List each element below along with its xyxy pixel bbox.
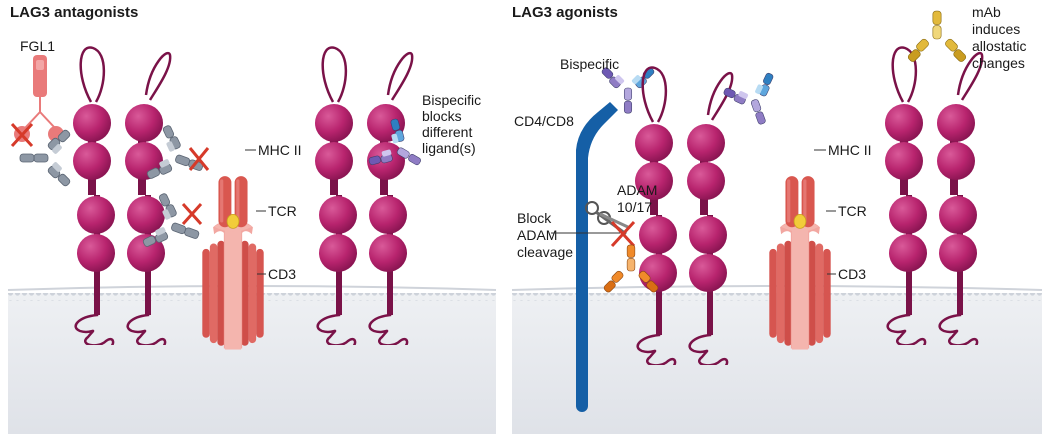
- adam-block-x: [610, 220, 636, 248]
- agonist-antibody-yellow: [906, 10, 968, 64]
- label-mhc-left: MHC II: [258, 142, 302, 158]
- label-block-line1: Block: [517, 210, 552, 226]
- fgl1-ligand: [14, 55, 64, 142]
- label-mab-line4: changes: [972, 55, 1025, 71]
- label-mab-line1: mAb: [972, 4, 1001, 20]
- panel-title-antagonists: LAG3 antagonists: [10, 4, 138, 21]
- label-cd3-left: CD3: [268, 266, 296, 282]
- label-tcr-left: TCR: [268, 203, 297, 219]
- label-mab-line2: induces: [972, 21, 1020, 37]
- label-mhc-right: MHC II: [828, 142, 872, 158]
- label-block-line2: ADAM: [517, 227, 557, 243]
- label-bispecific-right: Bispecific: [560, 56, 619, 72]
- label-block-line3: cleavage: [517, 244, 573, 260]
- cd4-cd8-molecule: [576, 102, 618, 412]
- tcr-complex-right: [768, 175, 832, 351]
- fgl1-block-x: [10, 122, 34, 148]
- label-cd4cd8: CD4/CD8: [514, 113, 574, 129]
- label-mab-line3: allostatic: [972, 38, 1026, 54]
- tcr-complex-left: [201, 175, 265, 351]
- label-fgl1: FGL1: [20, 38, 55, 54]
- label-bispecific-line4: ligand(s): [422, 140, 476, 156]
- label-cd3-right: CD3: [838, 266, 866, 282]
- label-bispecific-line3: different: [422, 124, 472, 140]
- mhc-block-x: [181, 147, 210, 226]
- label-tcr-right: TCR: [838, 203, 867, 219]
- panel-title-agonists: LAG3 agonists: [512, 4, 618, 21]
- label-adam-line2: 10/17: [617, 199, 652, 215]
- label-bispecific-line2: blocks: [422, 108, 462, 124]
- label-adam-line1: ADAM: [617, 182, 657, 198]
- label-bispecific-line1: Bispecific: [422, 92, 481, 108]
